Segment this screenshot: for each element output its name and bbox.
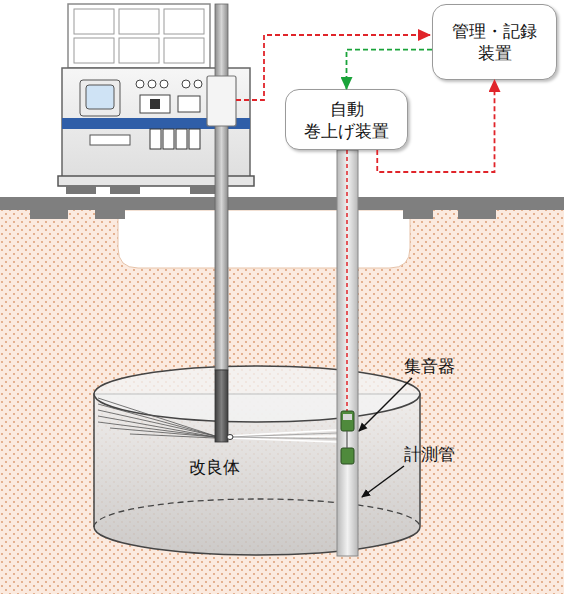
collector-cable	[346, 431, 347, 448]
injection-monitor	[215, 370, 228, 442]
signal-line	[236, 35, 430, 100]
cylinder-outline	[93, 365, 421, 557]
sound-collector	[341, 448, 354, 464]
leader-arrow	[359, 378, 412, 431]
slab-support	[30, 210, 68, 219]
nozzle	[227, 435, 233, 440]
ground-slab	[0, 197, 564, 210]
node-text: 自動 巻上げ装置	[299, 98, 395, 142]
sound-collector	[341, 411, 354, 431]
injection-rod	[215, 4, 228, 370]
winch-box: 自動 巻上げ装置	[285, 89, 408, 150]
part-label: 計測管	[404, 443, 455, 465]
signal-cable	[346, 150, 348, 412]
slab-support	[403, 210, 433, 219]
soil	[0, 210, 564, 594]
leader-arrow	[362, 466, 404, 497]
slab-support	[458, 210, 496, 219]
node-text: 改良体	[189, 456, 240, 478]
rod-sensor	[207, 76, 236, 126]
control-signal	[347, 50, 433, 89]
excavation-pit	[118, 210, 410, 268]
sound-collector	[343, 414, 352, 420]
manager-box: 管理・記録 装置	[432, 4, 557, 80]
data-signal	[377, 80, 494, 172]
slab-support	[95, 210, 125, 219]
part-label: 集音器	[404, 355, 455, 377]
measurement-tube	[337, 150, 358, 556]
node-text: 管理・記録 装置	[445, 20, 545, 64]
improved-body-cylinder: 改良体	[93, 365, 421, 557]
